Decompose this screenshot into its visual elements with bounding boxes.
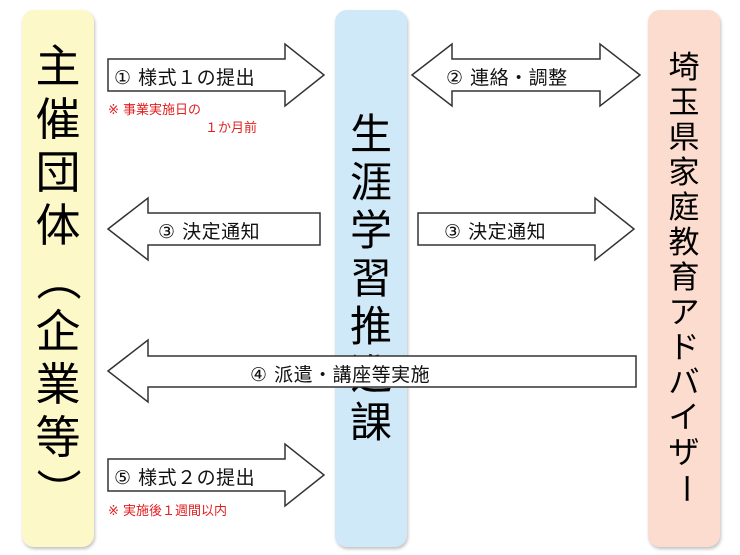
arrow-step1 — [107, 42, 326, 108]
organizer-label: 主 催 団 体 （ 企 業 等 ） — [31, 40, 84, 517]
organizer-char: 団 — [35, 146, 81, 199]
organizer-char: 催 — [35, 93, 81, 146]
advisor-char: ザ — [668, 435, 700, 471]
arrow-step3-left — [106, 196, 321, 262]
advisor-char: バ — [668, 365, 700, 401]
advisor-char: ド — [668, 330, 700, 366]
organizer-char: 企 — [35, 305, 81, 358]
lifelong-learning-column: 生 涯 学 習 推 進 課 — [335, 10, 407, 547]
organizer-char: 主 — [35, 40, 81, 93]
lifelong-learning-label: 生 涯 学 習 推 進 課 — [350, 111, 392, 447]
step1-note: ※ 事業実施日の — [108, 103, 202, 118]
organizer-char: 業 — [35, 358, 81, 411]
organizer-column: 主 催 団 体 （ 企 業 等 ） — [22, 10, 94, 547]
organizer-char: 体 — [35, 199, 81, 252]
advisor-char: 育 — [668, 260, 700, 296]
organizer-char: 等 — [35, 411, 81, 464]
step2-label: ② 連絡・調整 — [446, 67, 568, 89]
advisor-char: 埼 — [668, 50, 700, 86]
advisor-char: イ — [668, 400, 700, 436]
lifelong-char: 涯 — [349, 157, 392, 207]
lifelong-char: 課 — [349, 397, 392, 447]
advisor-char: ア — [668, 295, 700, 331]
step3-left-label: ③ 決定通知 — [158, 221, 261, 243]
arrow-step5 — [107, 442, 326, 508]
step5-note: ※ 実施後１週間以内 — [108, 504, 228, 519]
advisor-char: 県 — [668, 120, 700, 156]
step5-label: ⑤ 様式２の提出 — [114, 467, 256, 489]
step3-right-label: ③ 決定通知 — [444, 221, 547, 243]
advisor-column: 埼 玉 県 家 庭 教 育 ア ド バ イ ザ ー — [648, 10, 720, 547]
lifelong-char: 習 — [349, 253, 392, 303]
arrow-step4 — [106, 338, 637, 404]
advisor-char: 家 — [668, 155, 700, 191]
advisor-char: 教 — [668, 225, 700, 261]
arrow-step3-right — [417, 196, 636, 262]
advisor-char: 庭 — [668, 190, 700, 226]
step1-note-deadline: １か月前 — [205, 121, 258, 136]
lifelong-char: 推 — [349, 301, 392, 351]
step1-label: ① 様式１の提出 — [114, 67, 256, 89]
advisor-label: 埼 玉 県 家 庭 教 育 ア ド バ イ ザ ー — [667, 50, 703, 506]
lifelong-char: 生 — [349, 109, 392, 159]
arrow-step2 — [410, 42, 642, 108]
step4-label: ④ 派遣・講座等実施 — [250, 364, 431, 386]
lifelong-char: 学 — [349, 205, 392, 255]
advisor-char: 玉 — [668, 85, 700, 121]
